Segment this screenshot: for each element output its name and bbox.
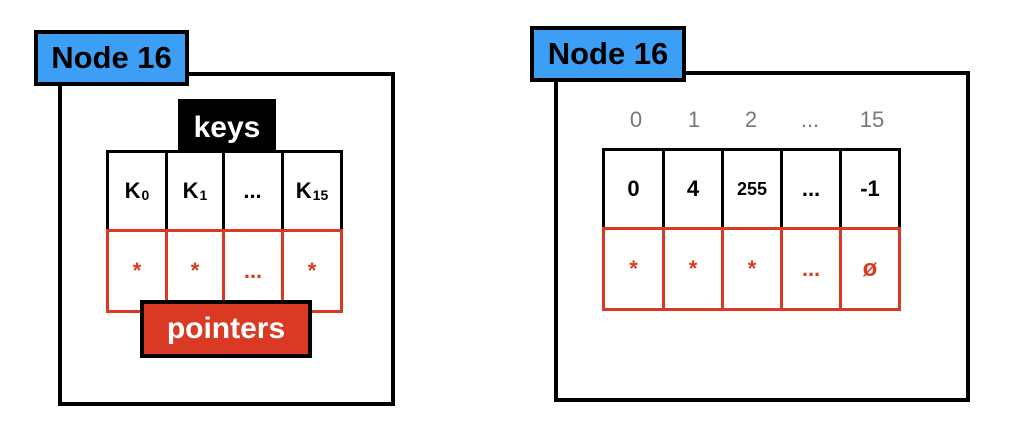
key-subscript: 1 bbox=[199, 187, 208, 203]
right-key-cell-0: 0 bbox=[602, 148, 665, 230]
index-label-1: 1 bbox=[687, 107, 701, 132]
right-pointer-cell-0: * bbox=[602, 227, 665, 311]
right-node-label: Node 16 bbox=[530, 26, 686, 82]
key-subscript: 0 bbox=[141, 187, 150, 203]
right-key-row: 0 4 255 ... -1 bbox=[602, 148, 901, 230]
pointers-tag: pointers bbox=[140, 300, 312, 358]
right-key-cell-3: ... bbox=[780, 148, 842, 230]
key-base: K bbox=[124, 178, 141, 203]
index-label-2: 2 bbox=[744, 107, 758, 132]
right-pointer-cell-1: * bbox=[662, 227, 724, 311]
left-node-label: Node 16 bbox=[34, 30, 189, 86]
right-pointer-cell-4: ø bbox=[839, 227, 901, 311]
left-pointer-cell-0: * bbox=[106, 229, 168, 313]
key-base: ... bbox=[243, 178, 262, 203]
index-label-4: 15 bbox=[859, 107, 885, 132]
index-label-3: ... bbox=[800, 107, 820, 132]
right-pointer-row: * * * ... ø bbox=[602, 227, 901, 311]
index-label-0: 0 bbox=[629, 107, 643, 132]
left-pointer-cell-3: * bbox=[281, 229, 343, 313]
key-base: K bbox=[182, 178, 199, 203]
keys-tag: keys bbox=[178, 99, 276, 157]
right-key-cell-2: 255 bbox=[721, 148, 783, 230]
right-key-cell-1: 4 bbox=[662, 148, 724, 230]
left-key-cell-2: ... bbox=[222, 150, 284, 232]
right-pointer-cell-3: ... bbox=[780, 227, 842, 311]
right-pointer-cell-2: * bbox=[721, 227, 783, 311]
key-base: K bbox=[295, 178, 312, 203]
right-key-cell-4: -1 bbox=[839, 148, 901, 230]
key-subscript: 15 bbox=[312, 187, 329, 203]
left-pointer-row: * * ... * bbox=[106, 229, 343, 313]
